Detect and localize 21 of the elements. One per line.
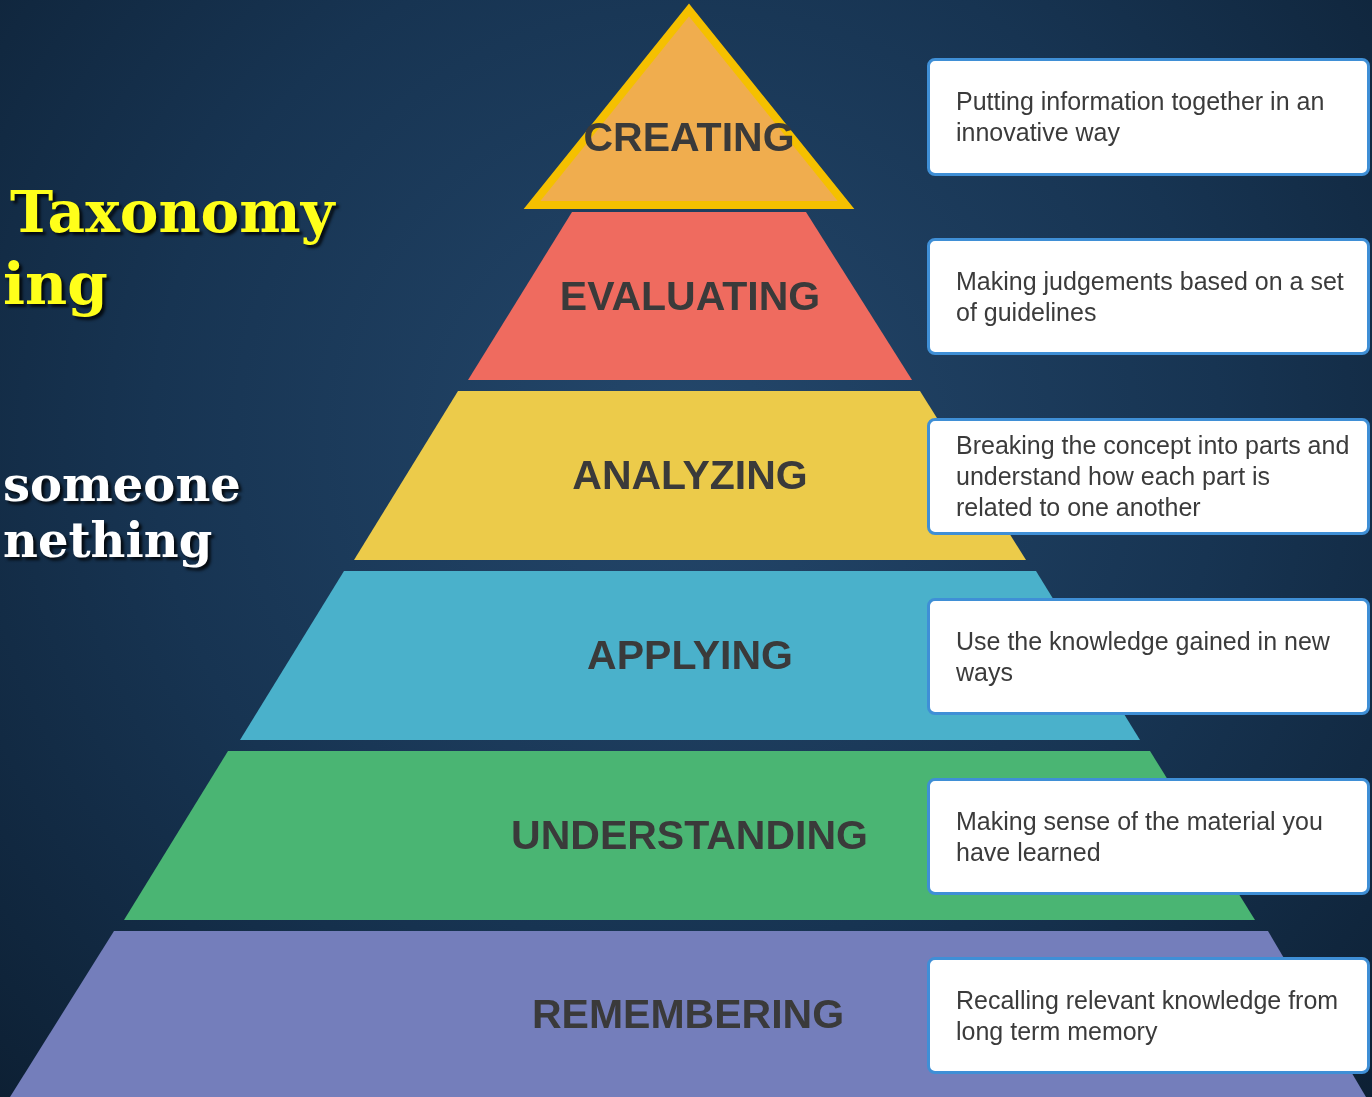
level-label: APPLYING [587,632,793,679]
level-label: EVALUATING [559,272,821,320]
description-box [927,598,1370,715]
heading-fragment: Taxonomy [10,178,335,246]
description-text: Putting information together in an innovative way [956,86,1326,148]
description-text: Use the knowledge gained in new ways [956,625,1331,688]
heading-fragment: someone [3,456,241,512]
level-label: ANALYZING [572,452,808,499]
level-label: REMEMBERING [531,990,845,1038]
level-label: UNDERSTANDING [511,812,868,859]
heading-fragment: nething [3,512,213,568]
level-label: CREATING [583,113,795,161]
description-box [927,778,1370,895]
heading-fragment: ing [3,250,108,318]
description-text: Making judgements based on a set of guidelines [956,265,1345,328]
description-text: Making sense of the material you have learned [956,805,1324,868]
description-box [927,238,1370,355]
description-box [927,58,1370,176]
description-box [927,418,1370,535]
description-text: Breaking the concept into parts and understand how each part is related to one another [956,430,1351,523]
description-text: Recalling relevant knowledge from long term memory [956,984,1340,1047]
